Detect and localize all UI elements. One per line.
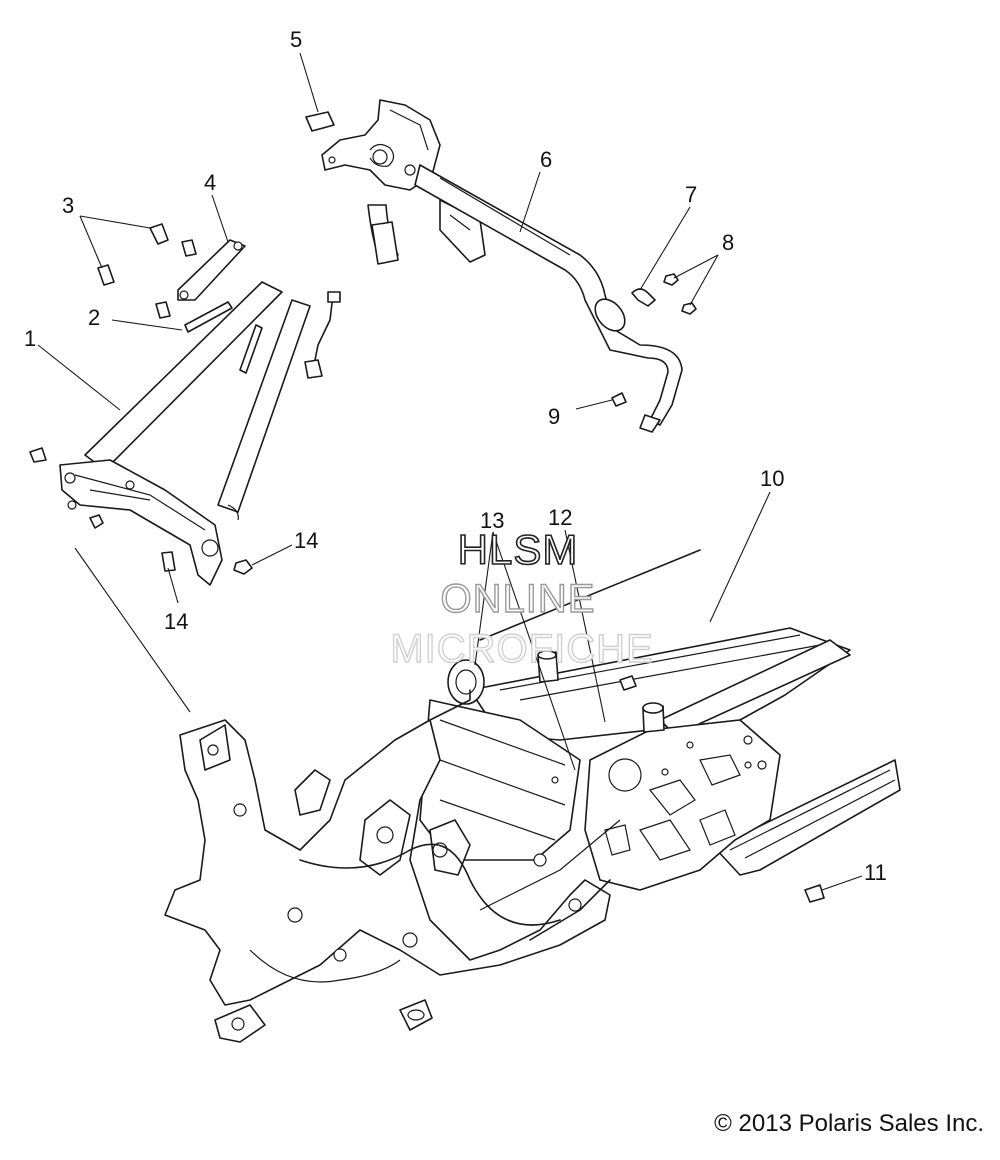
callout-2: 2 [88, 305, 100, 330]
callout-11: 11 [864, 860, 887, 885]
part-8-nuts [663, 273, 697, 315]
part-7-fastener [631, 288, 656, 307]
part-6-steering-assembly [321, 99, 683, 433]
callout-6: 6 [540, 147, 552, 172]
callout-4: 4 [204, 170, 216, 195]
watermark-line-1: HLSM [458, 526, 579, 573]
main-chassis [164, 549, 901, 1043]
part-2-strip [184, 301, 233, 333]
watermark-line-3: MICROFICHE [390, 627, 653, 671]
callout-1: 1 [24, 326, 36, 351]
watermark-line-2: ONLINE [441, 577, 596, 621]
callout-12: 12 [548, 505, 572, 530]
watermark: HLSM ONLINE MICROFICHE [390, 525, 654, 672]
callout-10: 10 [760, 466, 784, 491]
part-4-link-rod [177, 239, 246, 301]
callout-9: 9 [548, 404, 560, 429]
callout-14-lower: 14 [164, 609, 188, 634]
callout-labels: 1 2 3 4 5 6 7 8 9 10 11 12 13 14 14 [24, 27, 887, 885]
callout-13: 13 [480, 508, 504, 533]
copyright-notice: © 2013 Polaris Sales Inc. [714, 1110, 984, 1137]
part-3-bolts [97, 223, 197, 319]
callout-14-right: 14 [294, 528, 318, 553]
part-14-fasteners [29, 447, 253, 575]
leader-lines [37, 52, 863, 891]
part-5-block [305, 111, 335, 132]
callout-8: 8 [722, 230, 734, 255]
callout-5: 5 [290, 27, 302, 52]
callout-3: 3 [62, 193, 74, 218]
part-1-frame [59, 281, 341, 586]
callout-7: 7 [685, 182, 697, 207]
part-11-clip [804, 884, 825, 903]
part-9-clip [611, 392, 627, 407]
